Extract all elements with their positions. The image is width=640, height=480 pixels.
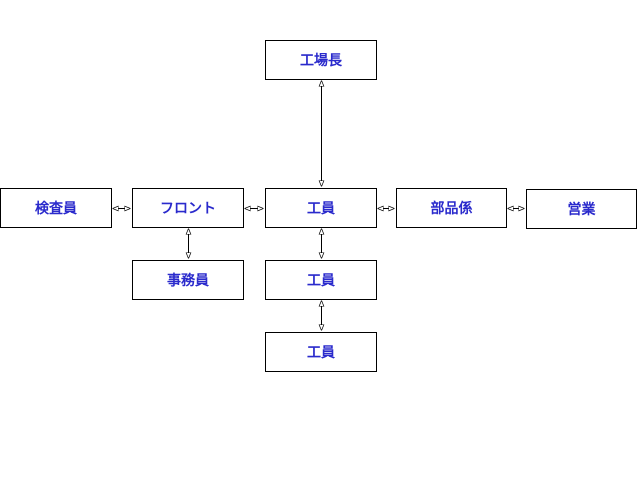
- node-box: [132, 260, 244, 300]
- node-parts-clerk: 部品係: [396, 188, 507, 228]
- node-front: フロント: [132, 188, 244, 228]
- node-label: 事務員: [167, 272, 209, 289]
- node-label: 営業: [568, 201, 597, 218]
- node-box: [132, 188, 244, 228]
- node-box: [396, 188, 507, 228]
- node-label: 検査員: [35, 200, 77, 217]
- node-sales: 営業: [526, 189, 637, 229]
- node-label: 工場長: [300, 52, 343, 69]
- node-box: [265, 40, 377, 80]
- node-box: [265, 260, 377, 300]
- node-worker-1: 工員: [265, 188, 377, 228]
- node-box: [265, 188, 377, 228]
- connectors: [113, 81, 524, 330]
- node-label: 工員: [307, 345, 335, 361]
- node-box: [265, 332, 377, 372]
- node-worker-2: 工員: [265, 260, 377, 300]
- node-inspector: 検査員: [0, 188, 112, 228]
- node-worker-3: 工員: [265, 332, 377, 372]
- nodes: 工場長検査員フロント工員部品係営業事務員工員工員: [0, 40, 637, 372]
- node-office-clerk: 事務員: [132, 260, 244, 300]
- node-label: 工員: [307, 201, 335, 217]
- node-label: 部品係: [431, 200, 473, 217]
- node-box: [526, 189, 637, 229]
- node-label: 工員: [307, 273, 335, 289]
- node-plant-manager: 工場長: [265, 40, 377, 80]
- node-box: [0, 188, 112, 228]
- node-label: フロント: [160, 201, 216, 217]
